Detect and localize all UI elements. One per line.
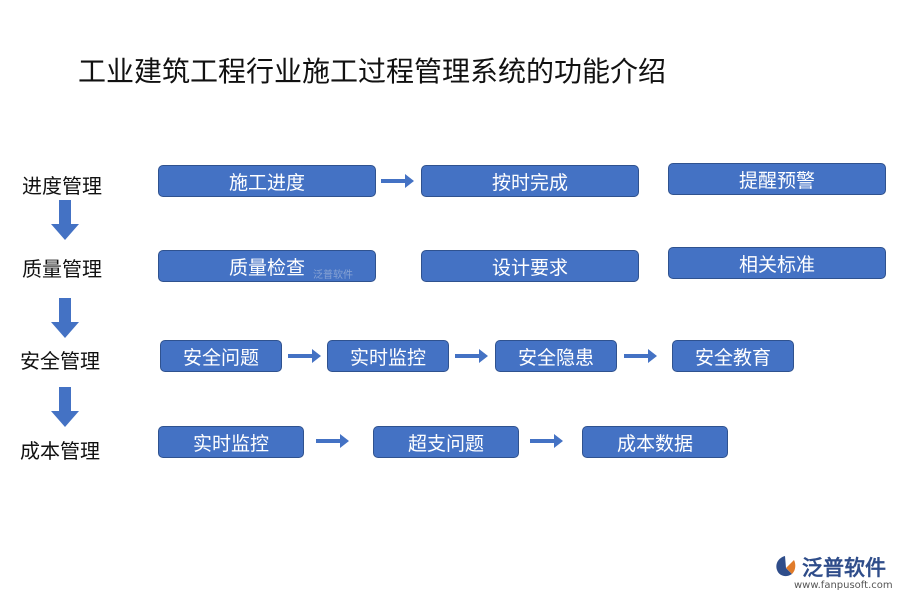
box-cost-data: 成本数据 [582, 426, 728, 458]
row-label-progress: 进度管理 [22, 174, 102, 198]
box-overspend-issues: 超支问题 [373, 426, 519, 458]
watermark: 泛普软件 [313, 270, 353, 281]
box-design-requirements: 设计要求 [421, 250, 639, 282]
box-construction-progress: 施工进度 [158, 165, 376, 197]
row-label-cost: 成本管理 [20, 439, 100, 463]
box-safety-issues: 安全问题 [160, 340, 282, 372]
box-safety-education: 安全教育 [672, 340, 794, 372]
box-on-time-completion: 按时完成 [421, 165, 639, 197]
box-safety-hazards: 安全隐患 [495, 340, 617, 372]
right-arrow-icon [316, 434, 349, 448]
logo-mark-icon [776, 556, 796, 577]
right-arrow-icon [381, 174, 414, 188]
right-arrow-icon [455, 349, 488, 363]
down-arrow-icon [51, 200, 79, 240]
page-title: 工业建筑工程行业施工过程管理系统的功能介绍 [78, 55, 667, 88]
right-arrow-icon [624, 349, 657, 363]
box-quality-inspection: 质量检查 [158, 250, 376, 282]
right-arrow-icon [530, 434, 563, 448]
down-arrow-icon [51, 387, 79, 427]
down-arrow-icon [51, 298, 79, 338]
box-related-standards: 相关标准 [668, 247, 886, 279]
logo-url: www.fanpusoft.com [794, 580, 893, 591]
row-label-quality: 质量管理 [22, 257, 102, 281]
box-reminder-warning: 提醒预警 [668, 163, 886, 195]
right-arrow-icon [288, 349, 321, 363]
row-label-safety: 安全管理 [20, 349, 100, 373]
logo-name: 泛普软件 [802, 556, 886, 580]
box-cost-realtime-monitoring: 实时监控 [158, 426, 304, 458]
box-realtime-monitoring: 实时监控 [327, 340, 449, 372]
brand-logo: 泛普软件 [772, 552, 886, 582]
